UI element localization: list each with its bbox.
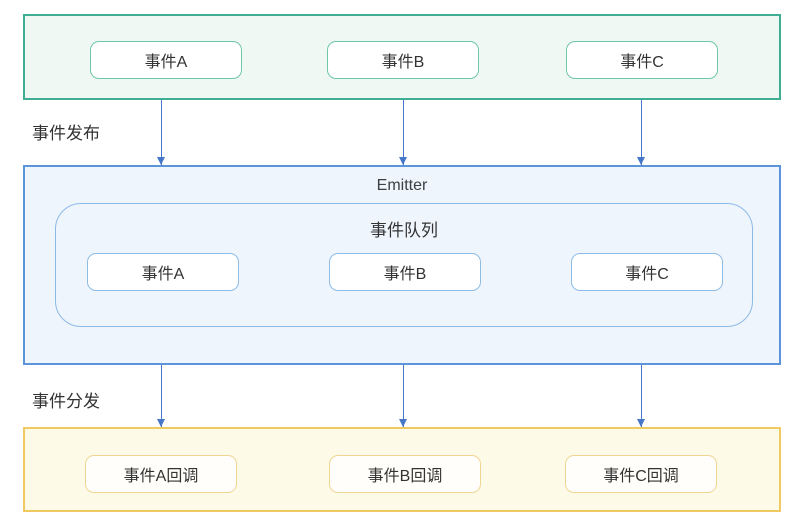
event-queue-title: 事件队列 <box>370 221 438 240</box>
down-arrow-icon <box>157 100 165 165</box>
down-arrow-icon <box>637 365 645 427</box>
down-arrow-icon <box>157 365 165 427</box>
event-box-b: 事件B <box>327 41 479 79</box>
queue-event-box-b: 事件B <box>329 253 481 291</box>
emitter-section: Emitter 事件队列 事件A 事件B 事件C <box>23 165 781 365</box>
dispatch-label: 事件分发 <box>32 392 100 411</box>
publish-label: 事件发布 <box>32 124 100 143</box>
emitter-title: Emitter <box>376 177 428 194</box>
down-arrow-icon <box>399 100 407 165</box>
down-arrow-icon <box>399 365 407 427</box>
publisher-section: 事件A 事件B 事件C <box>23 14 781 100</box>
callback-section: 事件A回调 事件B回调 事件C回调 <box>23 427 781 512</box>
callback-box-b: 事件B回调 <box>329 455 481 493</box>
callback-box-c: 事件C回调 <box>565 455 717 493</box>
event-box-c: 事件C <box>566 41 718 79</box>
event-box-a: 事件A <box>90 41 242 79</box>
queue-event-box-c: 事件C <box>571 253 723 291</box>
event-queue-container: 事件队列 事件A 事件B 事件C <box>55 203 753 327</box>
down-arrow-icon <box>637 100 645 165</box>
queue-event-box-a: 事件A <box>87 253 239 291</box>
callback-box-a: 事件A回调 <box>85 455 237 493</box>
